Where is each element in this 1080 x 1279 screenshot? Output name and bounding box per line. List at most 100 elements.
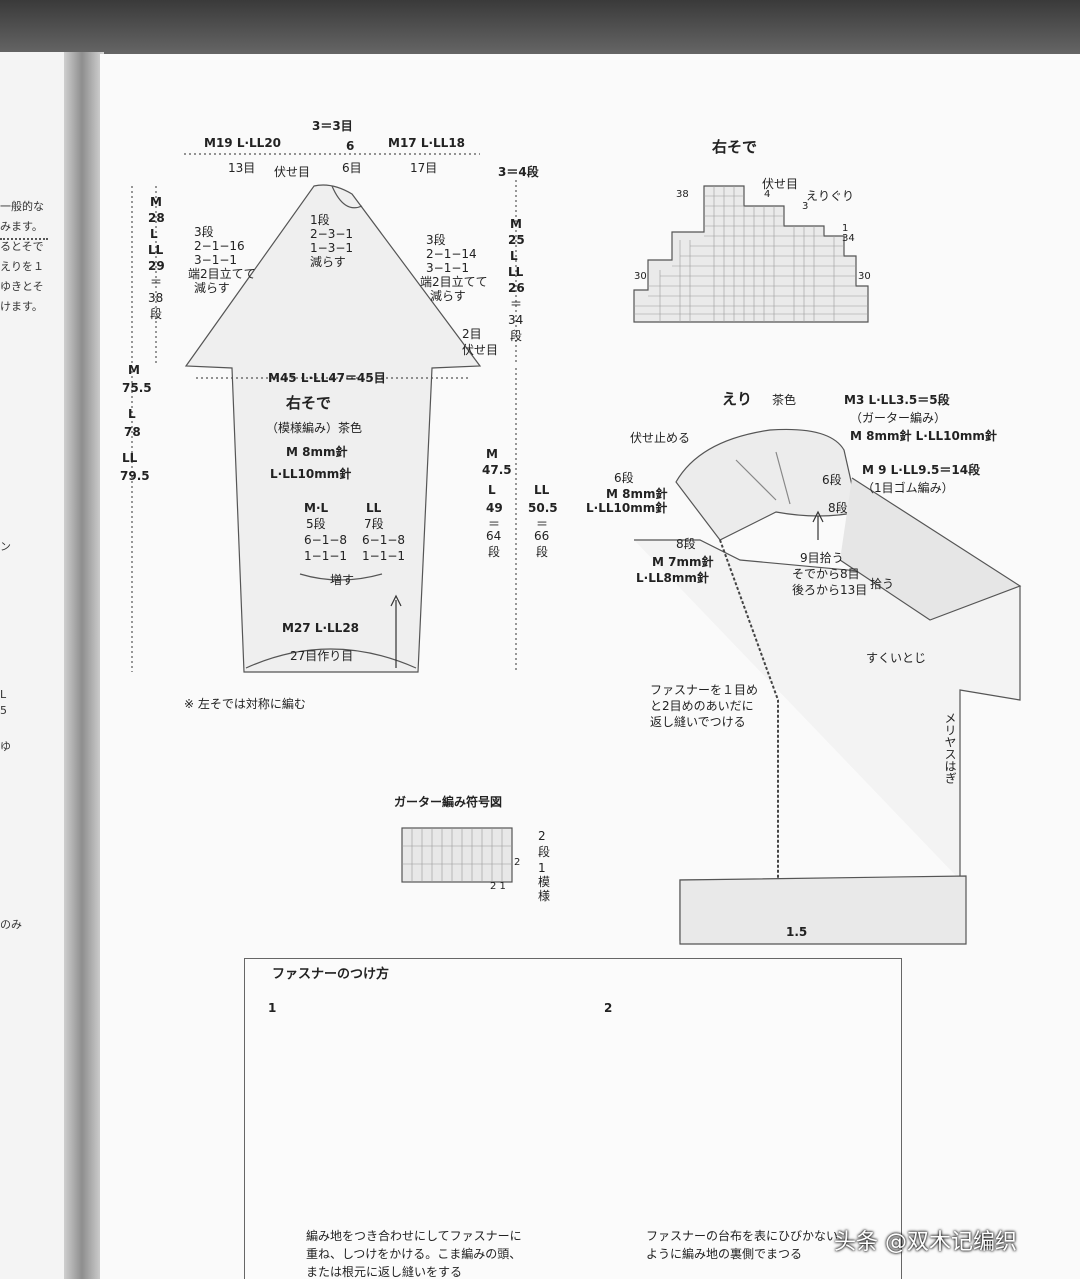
hem-band bbox=[679, 875, 967, 945]
lower-length-m: 47.5 bbox=[482, 463, 512, 477]
cap-decrease-line: 2−3−1 bbox=[310, 227, 354, 241]
chart-neckline-label: えりぐり bbox=[806, 189, 855, 203]
lower-length-ll: 66 bbox=[534, 529, 550, 543]
right-decrease-line: 端2目立てて bbox=[420, 275, 488, 289]
collar-inner-line bbox=[735, 451, 791, 505]
chart-title: 右そで bbox=[712, 138, 758, 156]
lower-length-ll: 段 bbox=[536, 545, 549, 559]
sleeve-total-length: 78 bbox=[124, 425, 141, 439]
zipper-note-line: と2目めのあいだに bbox=[650, 699, 754, 713]
sleeve-top-center-value: 6目 bbox=[342, 161, 362, 175]
increase-ll-line: 1−1−1 bbox=[362, 549, 406, 563]
sleeve-top-left-value: 13目 bbox=[228, 161, 256, 175]
cap-height-left: LL bbox=[148, 243, 164, 257]
step2-caption: ように編み地の裏側でまつる bbox=[646, 1247, 803, 1261]
left-text-line: けます。 bbox=[0, 300, 43, 313]
zipper-box-title: ファスナーのつけ方 bbox=[272, 967, 390, 982]
right-decrease-line: 減らす bbox=[430, 289, 466, 303]
cap-height-left: L bbox=[150, 227, 158, 241]
collar-left-rows: 6段 bbox=[614, 471, 634, 485]
increase-m-line: 5段 bbox=[306, 517, 326, 531]
left-text-line: みます。 bbox=[0, 220, 43, 233]
zipper-note-line: 返し縫いでつける bbox=[650, 715, 746, 729]
book-gutter bbox=[64, 52, 104, 1279]
garter-side-label: 1 bbox=[538, 861, 546, 875]
front-band-needle-m: M 7mm針 bbox=[652, 555, 714, 569]
garter-grid-lines bbox=[402, 828, 512, 882]
increase-brace bbox=[299, 573, 383, 581]
left-text-line: えりを１ bbox=[0, 260, 44, 273]
cap-height-left: 段 bbox=[150, 307, 163, 321]
right-decrease-line: 2−1−14 bbox=[426, 247, 477, 261]
sleeve-bottom-value: 27目作り目 bbox=[290, 649, 354, 663]
step-number: 1 bbox=[268, 1001, 277, 1015]
chart-row-number: 38 bbox=[676, 189, 689, 200]
right-decrease-line: 3−1−1 bbox=[426, 261, 470, 275]
lower-length-ll: 50.5 bbox=[528, 501, 558, 515]
zipper-note-line: ファスナーを１目め bbox=[650, 683, 759, 697]
cap-height-right: 34 bbox=[508, 313, 524, 327]
cap-height-right: ＝ bbox=[510, 297, 523, 311]
sleeve-total-length: 75.5 bbox=[122, 381, 152, 395]
cap-height-right: M bbox=[510, 217, 522, 231]
increase-m-line: 6−1−8 bbox=[304, 533, 348, 547]
step-number: 2 bbox=[604, 1001, 613, 1015]
chart-row-number: 30 bbox=[634, 271, 647, 282]
chart-gridlines bbox=[634, 186, 868, 322]
left-decrease-line: 減らす bbox=[194, 281, 230, 295]
step1-caption: または根元に返し縫いをする bbox=[306, 1265, 463, 1279]
sleeve-cap-notch bbox=[331, 185, 363, 209]
sleeve-top-mid-label: 3＝3目 bbox=[312, 119, 353, 133]
cap-height-right: 25 bbox=[508, 233, 525, 247]
chart-bindoff-label: 伏せ目 bbox=[762, 177, 799, 191]
cap-decrease-line: 1−3−1 bbox=[310, 241, 354, 255]
garter-side-label: 段 bbox=[538, 845, 551, 859]
collar-bindoff-label: 伏せ止める bbox=[630, 431, 691, 445]
garter-grid bbox=[401, 827, 513, 883]
increase-ll-line: 6−1−8 bbox=[362, 533, 406, 547]
sleeve-total-length: LL bbox=[122, 451, 138, 465]
left-decrease-line: 3段 bbox=[194, 225, 214, 239]
left-text-fragment: ゆ bbox=[0, 740, 11, 753]
dotted-rule bbox=[0, 238, 48, 240]
sleeve-top-center-label: 6 bbox=[346, 139, 355, 153]
sleeve-top-join bbox=[839, 477, 1022, 621]
increase-head-m: M·L bbox=[304, 501, 329, 515]
increase-ll-line: 7段 bbox=[364, 517, 384, 531]
cap-height-left: M bbox=[150, 195, 162, 209]
pickup-line: そでから8目 bbox=[792, 567, 860, 581]
collar-left-needle: M 8mm針 bbox=[606, 487, 668, 501]
sleeve-cap-rows-label: 3＝4段 bbox=[498, 165, 539, 179]
cap-height-right: L bbox=[510, 249, 518, 263]
cap-height-left: 29 bbox=[148, 259, 165, 273]
pickup-arrowhead bbox=[812, 510, 824, 523]
chart-stitch-number: 1 bbox=[842, 223, 849, 234]
left-text-line: 一般的な bbox=[0, 200, 44, 213]
sleeve-top-right-label: M17 L·LL18 bbox=[388, 136, 466, 150]
left-decrease-line: 端2目立てて bbox=[188, 267, 256, 281]
collar-shape bbox=[675, 428, 859, 541]
increase-label: 増す bbox=[330, 573, 355, 587]
collar-stitch-label: （ガーター編み） bbox=[850, 411, 947, 425]
scan-shadow bbox=[0, 0, 1080, 60]
left-text-fragment: L bbox=[0, 688, 7, 701]
cap-height-left: 38 bbox=[148, 291, 164, 305]
sleeve-bindoff-label: 伏せ目 bbox=[274, 165, 311, 179]
left-decrease-line: 2−1−16 bbox=[194, 239, 245, 253]
zipper-instructions-box bbox=[244, 958, 902, 1279]
step1-caption: 編み地をつき合わせにしてファスナーに bbox=[306, 1229, 522, 1243]
increase-m-line: 1−1−1 bbox=[304, 549, 348, 563]
pickup-side-label: 拾う bbox=[870, 577, 895, 591]
cap-height-right: 26 bbox=[508, 281, 525, 295]
pickup-line: 後ろから13目 bbox=[792, 583, 868, 597]
mattress-stitch-label: すくいとじ bbox=[866, 651, 927, 665]
rib-stitch-label: （1目ゴム編み） bbox=[862, 481, 954, 495]
sleeve-total-length: 79.5 bbox=[120, 469, 150, 483]
garter-side-label: 2 bbox=[538, 829, 546, 843]
corner-bindoff-line: 伏せ目 bbox=[462, 343, 499, 357]
sleeve-pattern-label: （模様編み）茶色 bbox=[266, 421, 363, 435]
left-text-line: ゆきとそ bbox=[0, 280, 44, 293]
zipper-line bbox=[719, 539, 779, 944]
sleeve-width-label: M45 L·LL47＝45目 bbox=[268, 371, 386, 385]
